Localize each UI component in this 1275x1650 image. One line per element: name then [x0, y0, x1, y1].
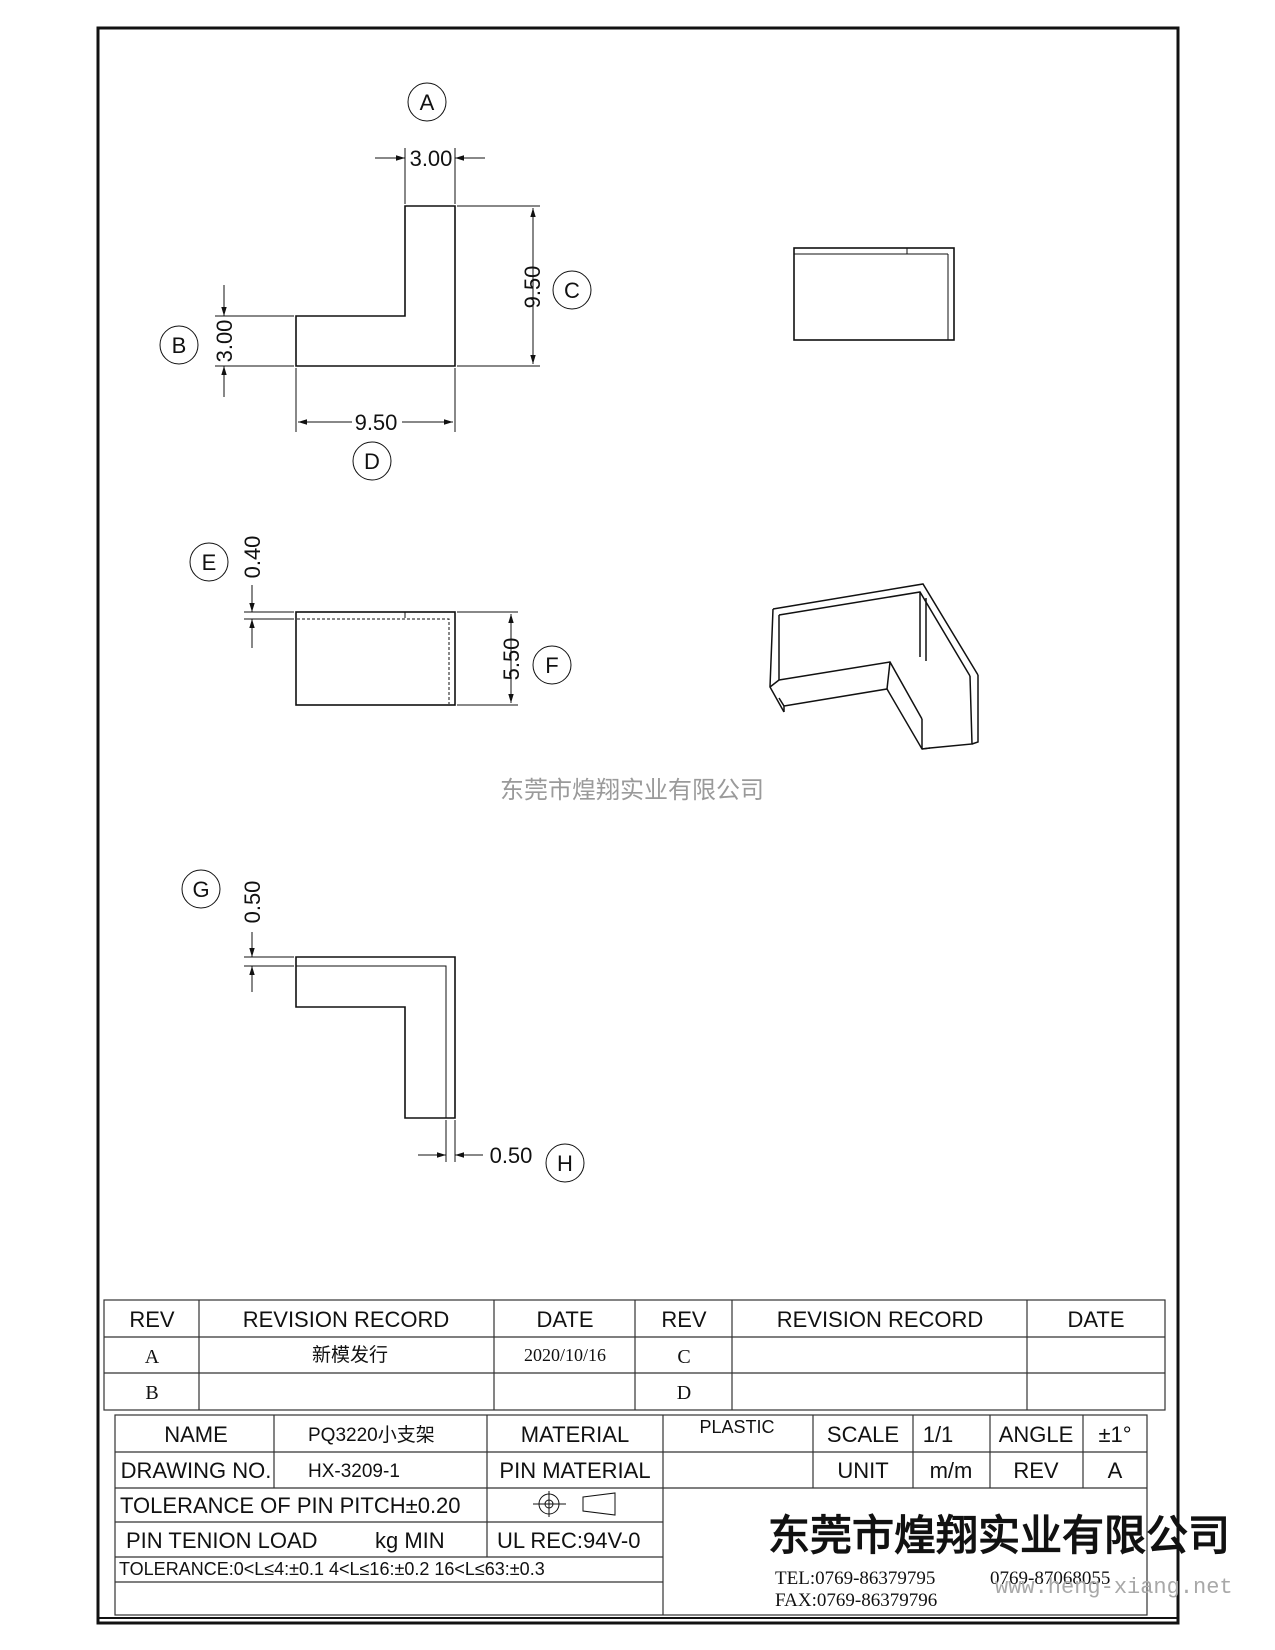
svg-text:C: C: [564, 278, 580, 303]
dim-b-value: 3.00: [212, 320, 237, 363]
company-name: 东莞市煌翔实业有限公司: [768, 1512, 1230, 1559]
pin-material-label: PIN MATERIAL: [499, 1458, 650, 1483]
svg-text:E: E: [202, 550, 217, 575]
drawing-no-label: DRAWING NO.: [121, 1458, 272, 1483]
callout-c: C: [552, 270, 592, 310]
rev-a-record: 新模发行: [312, 1344, 388, 1366]
scale-value: 1/1: [923, 1422, 954, 1447]
pin-tension-load: PIN TENION LOAD: [126, 1528, 318, 1553]
isometric-view: [769, 583, 979, 750]
tolerance-ranges: TOLERANCE:0<L≤4:±0.1 4<L≤16:±0.2 16<L≤63…: [119, 1559, 545, 1579]
material-value: PLASTIC: [699, 1417, 774, 1437]
dim-e-value: 0.40: [240, 536, 265, 579]
drawing-no-value: HX-3209-1: [308, 1461, 400, 1482]
scale-label: SCALE: [827, 1422, 899, 1447]
angle-label: ANGLE: [999, 1422, 1074, 1447]
sheet-border: [96, 26, 1180, 1625]
company-fax: FAX:0769-86379796: [775, 1590, 937, 1611]
title-block: [114, 1414, 1148, 1616]
date-header-1: DATE: [536, 1307, 593, 1332]
revision-record-header-2: REVISION RECORD: [777, 1307, 984, 1332]
watermark-company: 东莞市煌翔实业有限公司: [500, 777, 764, 804]
dim-f-value: 5.50: [499, 638, 524, 681]
tolerance-pin-pitch: TOLERANCE OF PIN PITCH±0.20: [120, 1493, 461, 1518]
svg-text:G: G: [192, 877, 209, 902]
company-tel-2: 0769-87068055: [990, 1568, 1110, 1589]
dim-c-value: 9.50: [520, 266, 545, 309]
svg-text:F: F: [545, 653, 558, 678]
rev-a-date: 2020/10/16: [524, 1345, 606, 1365]
dim-g-value: 0.50: [240, 881, 265, 924]
watermark-url: www.heng-xiang.net: [995, 1575, 1233, 1600]
rev-label: REV: [1013, 1458, 1059, 1483]
callout-a: A: [407, 82, 447, 122]
front-view: [244, 585, 518, 706]
callout-e: E: [189, 542, 229, 582]
revision-record-header-1: REVISION RECORD: [243, 1307, 450, 1332]
rev-b-cell: B: [145, 1382, 158, 1404]
rev-header-2: REV: [661, 1307, 707, 1332]
top-view: [215, 148, 540, 432]
dim-a-value: 3.00: [410, 146, 453, 171]
name-value: PQ3220小支架: [308, 1424, 435, 1446]
rev-header-1: REV: [129, 1307, 175, 1332]
revision-table: [103, 1299, 1166, 1411]
rev-value: A: [1108, 1458, 1123, 1483]
svg-text:B: B: [172, 333, 187, 358]
ul-rec: UL REC:94V-0: [497, 1528, 640, 1553]
side-view-rect: [793, 247, 955, 341]
rev-a-cell: A: [145, 1346, 160, 1368]
dim-h-value: 0.50: [490, 1143, 533, 1168]
pin-tension-unit: kg MIN: [375, 1528, 445, 1553]
rev-d-cell: D: [677, 1382, 691, 1404]
rev-c-cell: C: [677, 1346, 690, 1368]
company-tel: TEL:0769-86379795: [775, 1568, 935, 1589]
callout-h: H: [545, 1143, 585, 1183]
unit-label: UNIT: [837, 1458, 888, 1483]
section-view: [244, 932, 483, 1162]
svg-text:A: A: [420, 90, 435, 115]
date-header-2: DATE: [1067, 1307, 1124, 1332]
svg-text:D: D: [364, 449, 380, 474]
dim-d-value: 9.50: [355, 410, 398, 435]
callout-b: B: [159, 325, 199, 365]
callout-d: D: [352, 441, 392, 481]
callout-g: G: [181, 869, 221, 909]
callout-f: F: [532, 645, 572, 685]
svg-text:H: H: [557, 1151, 573, 1176]
projection-symbol-icon: [533, 1491, 616, 1517]
name-label: NAME: [164, 1422, 228, 1447]
material-label: MATERIAL: [521, 1422, 629, 1447]
angle-value: ±1°: [1098, 1422, 1131, 1447]
unit-value: m/m: [930, 1458, 973, 1483]
